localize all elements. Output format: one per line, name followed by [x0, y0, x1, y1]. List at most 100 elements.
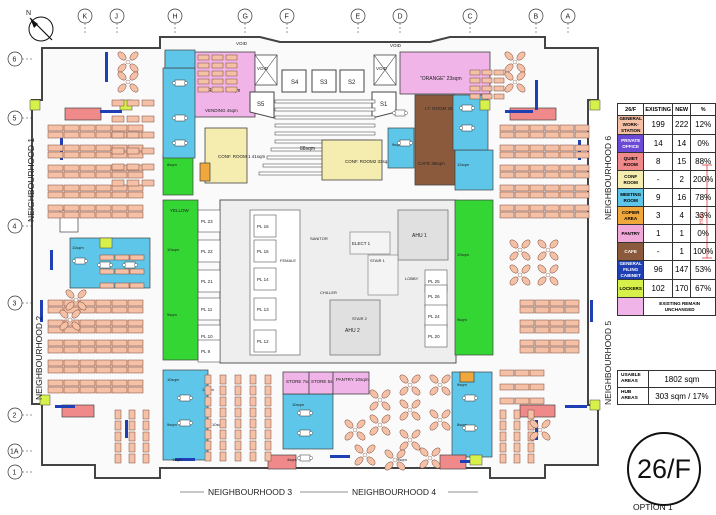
- workstation-desk: [564, 319, 580, 327]
- workstation-desk: [549, 326, 565, 334]
- workstation-desk: [499, 191, 515, 199]
- lift-label: PL 16: [257, 224, 269, 229]
- workstation-desk: [79, 191, 96, 199]
- workstation-desk: [481, 93, 493, 100]
- workstation-desk: [111, 124, 128, 132]
- workstation-desk: [63, 164, 80, 172]
- usable-area-row: USABLE AREAS 1802 sqm: [617, 370, 716, 388]
- legend-new: 1: [672, 224, 692, 243]
- lift-label: PL 12: [257, 339, 269, 344]
- pod-cluster: [65, 289, 87, 311]
- workstation-desk: [249, 451, 257, 462]
- workstation-desk: [499, 204, 515, 212]
- workstation-desk: [264, 396, 272, 407]
- grid-bubble-6: 6: [7, 51, 34, 67]
- ahu-2-room: [329, 299, 381, 356]
- workstation-desk: [534, 319, 550, 327]
- workstation-desk: [99, 282, 115, 289]
- workstation-desk: [529, 191, 545, 199]
- workstation-desk: [79, 211, 96, 219]
- workstation-desk: [204, 396, 212, 407]
- workstation-desk: [79, 359, 96, 367]
- workstation-desk: [514, 151, 530, 159]
- workstation-desk: [114, 442, 122, 453]
- meeting-table: [174, 79, 186, 87]
- grid-number: 2: [13, 413, 17, 420]
- legend-header-new: NEW: [672, 103, 692, 116]
- workstation-desk: [79, 346, 96, 354]
- meeting-size-label: 9sqm: [457, 382, 467, 387]
- vending-label: VENDING 4sqm: [205, 108, 238, 113]
- workstation-desk: [499, 171, 515, 179]
- workstation-desk: [141, 179, 155, 187]
- workstation-desk: [128, 420, 136, 431]
- legend-existing: 9: [643, 188, 674, 207]
- workstation-desk: [95, 359, 112, 367]
- workstation-desk: [114, 431, 122, 442]
- workstation-desk: [127, 191, 144, 199]
- workstation-desk: [141, 99, 155, 107]
- store-1-label: STORE 7sqm: [286, 379, 314, 384]
- workstation-desk: [544, 151, 560, 159]
- meeting-table: [299, 429, 311, 437]
- grid-letter: E: [356, 14, 361, 21]
- legend-swatch-label: GENERAL FILING CABINET: [616, 260, 645, 280]
- workstation-desk: [63, 366, 80, 374]
- workstation-desk: [519, 299, 535, 307]
- bottom-rooms: STORE 7sqm STORE 5sqm PANTRY 10sqm: [282, 371, 370, 395]
- workstation-desk: [529, 171, 545, 179]
- workstation-desk: [79, 144, 96, 152]
- filing-cabinet: [590, 300, 593, 322]
- workstation-desk: [574, 211, 590, 219]
- workstation-desk: [219, 451, 227, 462]
- lift-label: PL 9: [201, 349, 211, 354]
- elect1-label: ELECT 1: [352, 241, 371, 246]
- workstation-desk: [574, 151, 590, 159]
- workstation-desk: [513, 420, 521, 431]
- workstation-desk: [529, 124, 545, 132]
- workstation-desk: [234, 374, 242, 385]
- workstation-desk: [47, 366, 64, 374]
- meeting-table: [299, 409, 311, 417]
- workstation-desk: [79, 184, 96, 192]
- lift-label: PL 10: [201, 334, 213, 339]
- grid-number: 1A: [10, 449, 19, 456]
- workstation-desk: [95, 124, 112, 132]
- grid-bubble-f: F: [279, 8, 295, 33]
- workstation-desk: [249, 385, 257, 396]
- workstation-desk: [559, 211, 575, 219]
- workstation-desk: [204, 385, 212, 396]
- option-label: OPTION 1: [633, 502, 673, 512]
- usable-area-label: USABLE AREAS: [617, 370, 649, 388]
- neighbourhood-2-label: NEIGHBOURHOOD 2: [34, 316, 44, 400]
- workstation-desk: [127, 171, 144, 179]
- workstation-desk: [127, 346, 144, 354]
- workstation-desk: [111, 299, 128, 307]
- workstation-desk: [264, 385, 272, 396]
- lift-label: PL 15: [257, 249, 269, 254]
- workstation-desk: [114, 268, 130, 275]
- workstation-desk: [225, 62, 238, 69]
- workstation-desk: [129, 282, 145, 289]
- workstation-desk: [534, 346, 550, 354]
- workstation-desk: [513, 431, 521, 442]
- copier-area-1: [199, 162, 211, 182]
- workstation-desk: [527, 442, 535, 453]
- grid-bubble-e: E: [350, 8, 366, 33]
- workstation-desk: [534, 326, 550, 334]
- workstation-desk: [211, 62, 224, 69]
- workstation-desk: [514, 184, 530, 192]
- meeting-size-label: 10sqm: [167, 377, 180, 382]
- legend-swatch-label: COPIER AREA: [616, 206, 645, 225]
- workstation-desk: [225, 78, 238, 85]
- workstation-desk: [559, 164, 575, 172]
- workstation-desk: [114, 254, 130, 261]
- workstation-desk: [126, 131, 140, 139]
- workstation-desk: [142, 442, 150, 453]
- locker: [589, 99, 601, 111]
- pod-cluster: [504, 71, 526, 93]
- filing-cabinet: [565, 405, 587, 408]
- void-label-1: VOID: [257, 66, 269, 71]
- workstation-desk: [514, 211, 530, 219]
